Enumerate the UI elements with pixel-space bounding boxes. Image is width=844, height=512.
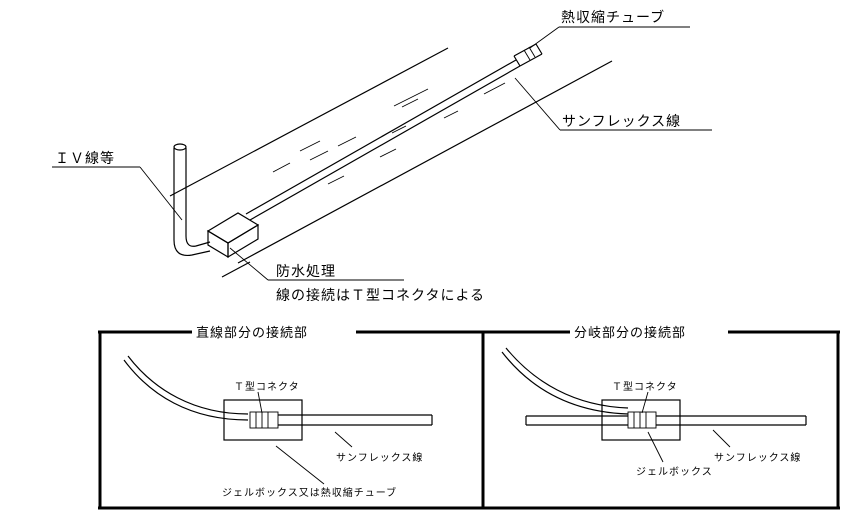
panel-straight-title: 直線部分の接続部: [196, 325, 308, 341]
straight-sunflex-label: サンフレックス線: [336, 451, 423, 464]
branch-sunflex-label: サンフレックス線: [714, 451, 801, 464]
branch-joint-drawing: [501, 347, 807, 441]
sunflex-wire: [245, 59, 521, 221]
ground-hatch-marks: [272, 82, 506, 185]
trench-outline: [169, 47, 613, 278]
leader-lines-top: [52, 26, 712, 281]
waterproof-label: 防水処理: [276, 264, 336, 280]
branch-t-connector-label: Ｔ型コネクタ: [612, 380, 678, 393]
iv-wire: [173, 143, 211, 257]
straight-enclosure-label: ジェルボックス又は熱収縮チューブ: [222, 486, 397, 499]
heat-shrink-tube-label: 熱収縮チューブ: [561, 9, 665, 26]
sunflex-wire-label: サンフレックス線: [562, 114, 681, 130]
straight-t-connector-label: Ｔ型コネクタ: [234, 380, 300, 393]
leader-lines-branch: [641, 391, 731, 463]
panel-branch-title: 分岐部分の接続部: [574, 325, 686, 341]
leader-lines-straight: [257, 391, 353, 485]
junction-box: [206, 212, 260, 259]
branch-enclosure-label: ジェルボックス: [636, 466, 713, 478]
panel-frame: [98, 330, 840, 510]
heat-shrink-tube: [513, 43, 543, 67]
straight-joint-drawing: [123, 355, 433, 441]
connection-note: 線の接続はＴ型コネクタによる: [276, 287, 485, 304]
iv-wire-label: ＩＶ線等: [55, 150, 115, 167]
